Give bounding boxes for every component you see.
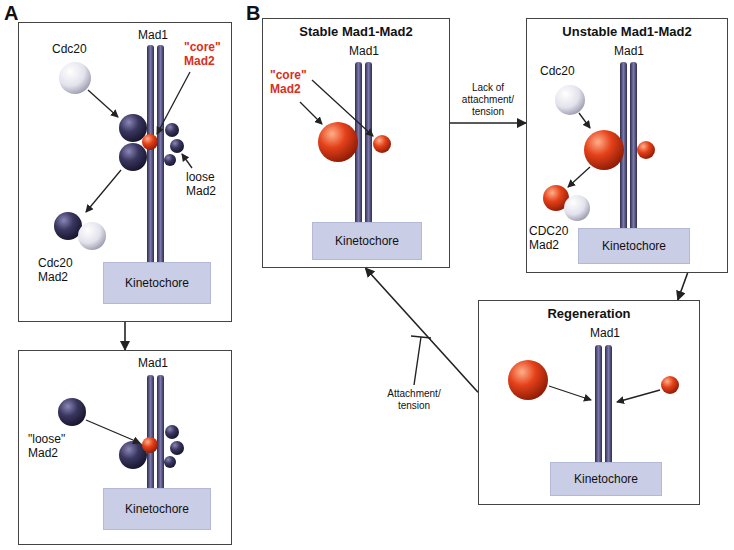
kinetochore-band: Kinetochore	[103, 488, 211, 530]
pathway-arrow	[450, 122, 526, 124]
inhibition-bar	[411, 336, 431, 385]
panel-box: Unstable Mad1-Mad2Cdc20 Mad1CDC20 Mad2Kin…	[526, 18, 728, 273]
inhibition-label: Attachment/ tension	[372, 388, 456, 412]
band-label: Kinetochore	[335, 234, 399, 248]
band-label: Kinetochore	[125, 502, 189, 516]
panel-box: RegenerationMad1Kinetochore	[478, 300, 700, 505]
pathway-arrow	[678, 273, 688, 300]
band-label: Kinetochore	[602, 239, 666, 253]
panel-letter: B	[246, 2, 260, 25]
panel-heading: Unstable Mad1-Mad2	[527, 25, 727, 39]
kinetochore-band: Kinetochore	[312, 222, 422, 260]
panel-box: Stable Mad1-Mad2Mad1 "core" Mad2Kinetocho…	[262, 18, 450, 268]
protein-label: "core" Mad2	[184, 40, 228, 68]
panel-letter: A	[4, 2, 18, 25]
protein-label: loose Mad2	[186, 170, 226, 198]
band-label: Kinetochore	[125, 276, 189, 290]
protein-label: "loose" Mad2	[28, 432, 76, 460]
protein-label: Cdc20	[540, 64, 575, 78]
arrow-label: Lack of attachment/ tension	[454, 82, 522, 118]
protein-label: Mad1	[590, 326, 620, 340]
protein-label: Mad1	[138, 356, 168, 370]
protein-label: Mad1	[138, 28, 168, 42]
protein-label: "core" Mad2	[270, 68, 314, 96]
panel-heading: Regeneration	[479, 307, 699, 321]
panel-box: Mad1 "loose" Mad2Kinetochore	[18, 350, 232, 545]
protein-label: Mad1	[614, 44, 644, 58]
kinetochore-band: Kinetochore	[103, 262, 211, 304]
protein-label: Mad1	[349, 44, 379, 58]
protein-label: Cdc20 Mad2	[38, 256, 82, 284]
kinetochore-band: Kinetochore	[578, 228, 690, 264]
band-label: Kinetochore	[574, 472, 638, 486]
kinetochore-band: Kinetochore	[550, 462, 662, 496]
panel-heading: Stable Mad1-Mad2	[263, 25, 449, 39]
pathway-arrow	[124, 322, 126, 350]
protein-label: CDC20 Mad2	[529, 224, 575, 252]
panel-box: Mad1Cdc20 "core" Mad2 loose Mad2Cdc20 Mad2…	[18, 22, 232, 322]
pathway-arrow	[365, 268, 478, 392]
protein-label: Cdc20	[52, 42, 87, 56]
